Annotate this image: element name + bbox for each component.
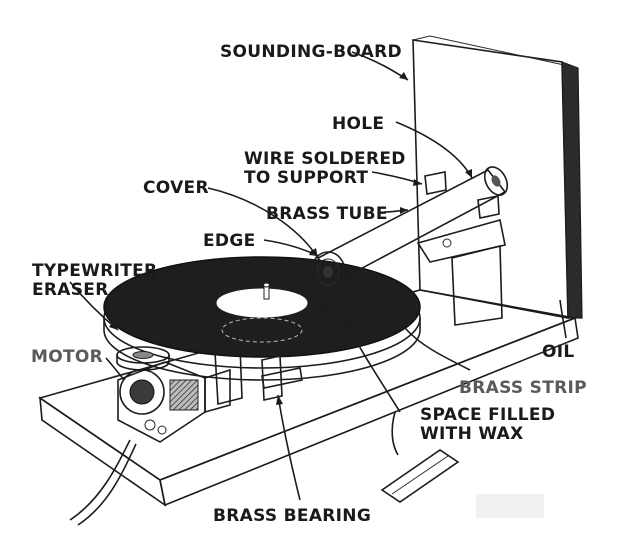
leader-lines bbox=[69, 51, 567, 501]
reproducer bbox=[310, 251, 346, 320]
label-wire-soldered-line1: WIRE SOLDERED bbox=[244, 149, 406, 169]
label-typewriter-line1: TYPEWRITER bbox=[32, 261, 157, 281]
label-brass-tube: BRASS TUBE bbox=[266, 204, 388, 224]
blank-patch bbox=[476, 494, 544, 518]
label-motor: MOTOR bbox=[31, 347, 103, 367]
labels: SOUNDING-BOARD HOLE WIRE SOLDERED TO SUP… bbox=[31, 42, 587, 526]
label-brass-strip: BRASS STRIP bbox=[459, 378, 587, 398]
label-edge: EDGE bbox=[203, 231, 256, 251]
loose-brass-strip bbox=[380, 449, 460, 503]
label-space-filled-line1: SPACE FILLED bbox=[420, 405, 555, 425]
label-cover: COVER bbox=[143, 178, 209, 198]
motor bbox=[69, 346, 231, 526]
label-brass-bearing: BRASS BEARING bbox=[213, 506, 371, 526]
label-wire-soldered-line2: TO SUPPORT bbox=[244, 168, 368, 188]
label-space-filled-line2: WITH WAX bbox=[420, 424, 523, 444]
label-oil: OIL bbox=[542, 342, 575, 362]
label-hole: HOLE bbox=[332, 114, 384, 134]
label-typewriter-line2: ERASER bbox=[32, 280, 109, 300]
label-sounding-board: SOUNDING-BOARD bbox=[220, 42, 402, 62]
bearing-posts bbox=[214, 344, 303, 406]
arm-support-bracket bbox=[416, 218, 506, 326]
